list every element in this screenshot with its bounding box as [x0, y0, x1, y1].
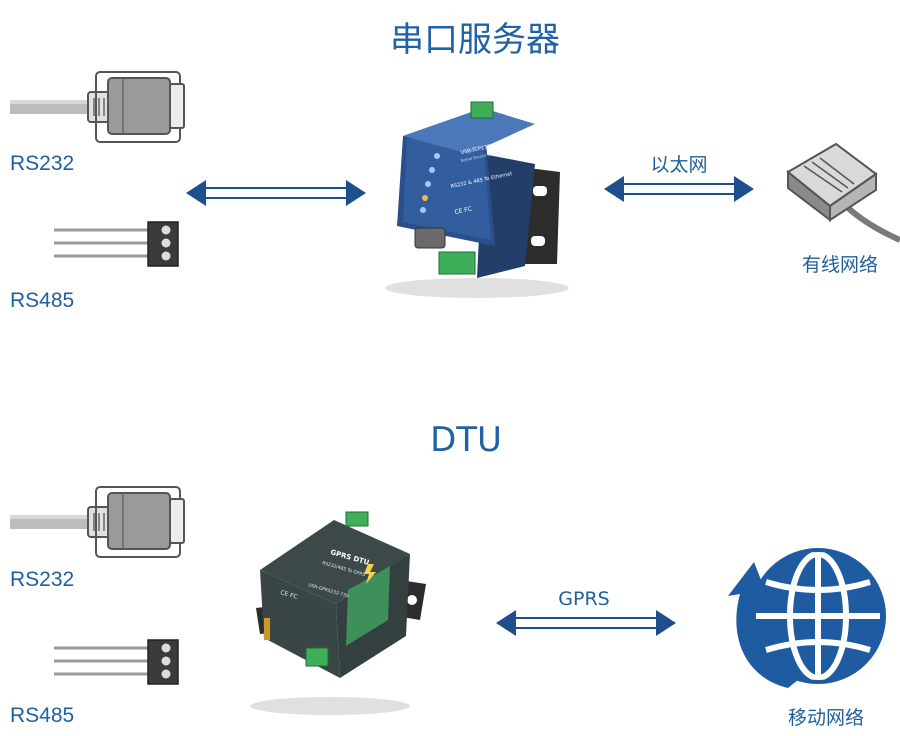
- serial-server-marks-text: CE FC: [454, 205, 473, 215]
- mobile-network-label: 移动网络: [787, 707, 864, 729]
- wired-network-label: 有线网络: [801, 254, 878, 276]
- double-arrow-ethernet: [604, 176, 754, 202]
- globe-network-icon: [728, 548, 886, 688]
- rs485-terminal-icon: [54, 221, 179, 267]
- double-arrow-gprs: [496, 610, 676, 636]
- rs485-terminal-icon: [54, 639, 179, 685]
- gprs-dtu-device-image: GPRS DTU RS232/485 To GPRS USR-GPRS232-7…: [250, 511, 426, 715]
- rs232-label: RS232: [10, 152, 75, 175]
- double-arrow-left: [186, 180, 366, 206]
- serial-server-title: 串口服务器: [390, 20, 560, 60]
- rs485-label: RS485: [10, 289, 75, 312]
- rs232-connector-icon: [10, 71, 185, 143]
- rs232-label: RS232: [10, 568, 75, 591]
- dtu-marks-text: CE FC: [279, 589, 298, 601]
- gprs-arrow-label: GPRS: [558, 588, 610, 610]
- serial-server-device-image: USR-TCP232-410s Serial Device Server RS2…: [385, 101, 569, 298]
- rs232-connector-icon: [10, 486, 185, 558]
- rj45-plug-icon: [786, 142, 900, 243]
- rs485-label: RS485: [10, 704, 75, 727]
- dtu-title: DTU: [430, 420, 502, 460]
- ethernet-arrow-label: 以太网: [650, 154, 708, 176]
